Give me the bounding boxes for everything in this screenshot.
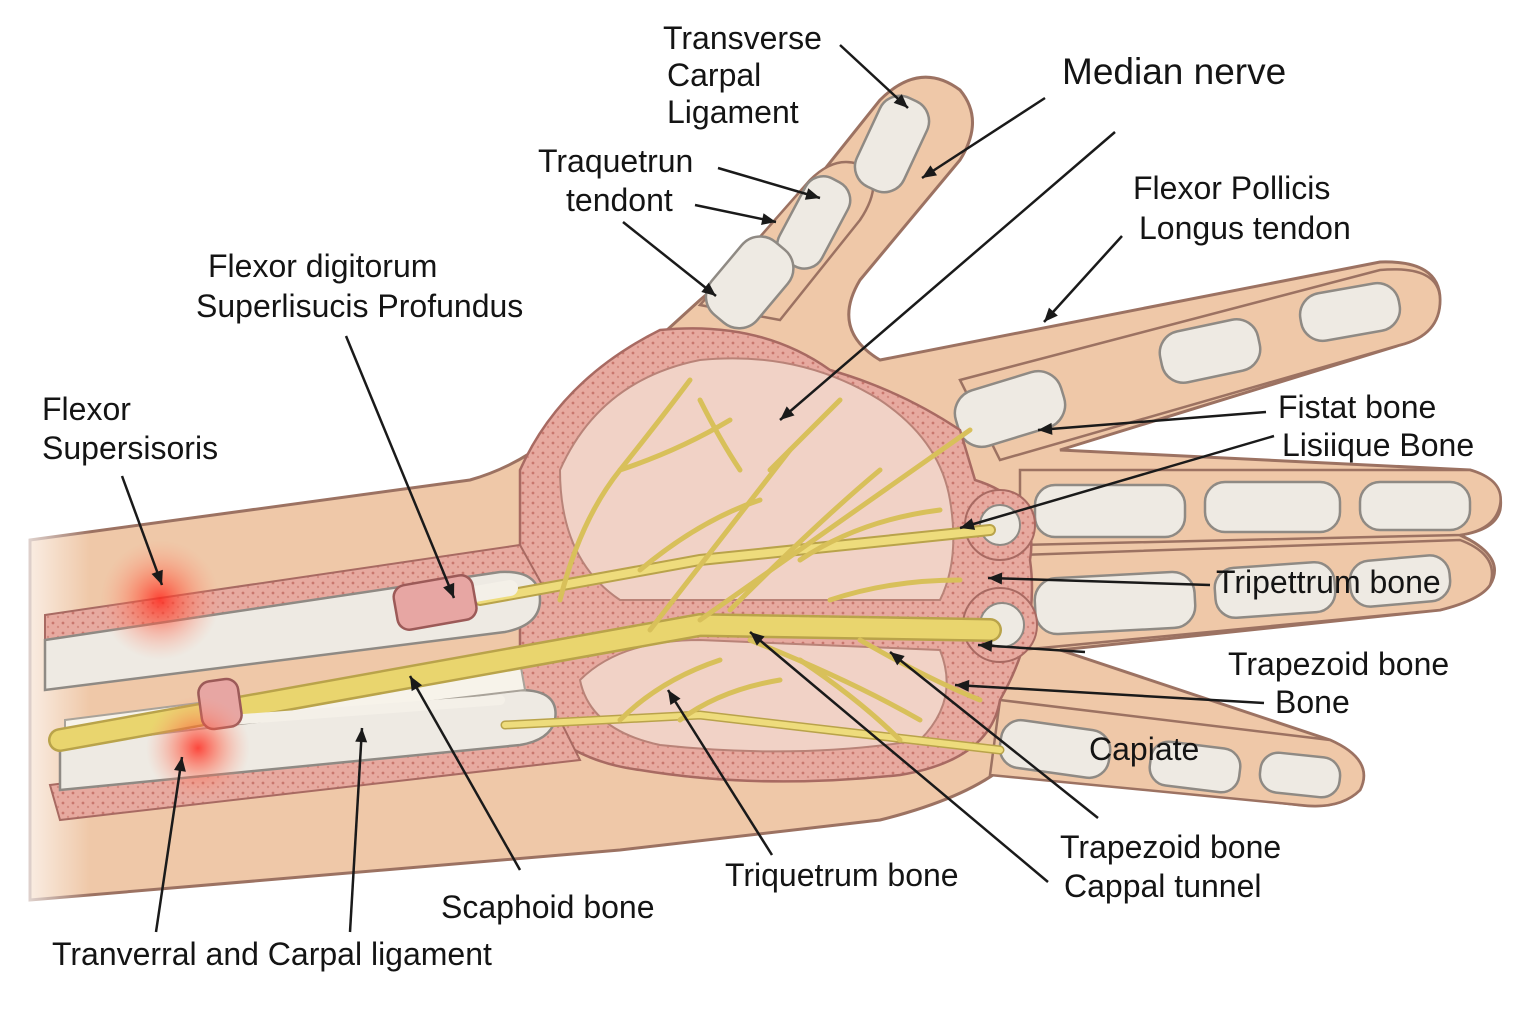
thumb-distal-bone xyxy=(853,94,931,194)
ring-bone-2 xyxy=(1213,560,1337,620)
leader-arrowhead-tripettrum-bone xyxy=(988,572,1003,585)
label-scaphoid-bone: Scaphoid bone xyxy=(441,889,655,925)
leader-line-trapezoid-bone-cappal-tunnel-b xyxy=(749,631,1049,883)
leader-line-median-nerve-2 xyxy=(779,131,1116,421)
median-nerve-trunk-fill xyxy=(50,615,1000,750)
leader-arrowhead-traquetrun-tendont-b xyxy=(761,213,776,225)
leader-arrowhead-trapezoid-bone-top xyxy=(978,639,993,652)
leader-arrowhead-median-nerve xyxy=(922,165,938,178)
inflammation-glow-upper xyxy=(100,540,220,660)
label-lisiique-bone: Lisiique Bone xyxy=(1282,427,1475,463)
label-trapezoid-bone-cappal-tunnel: Trapezoid bone Cappal tunnel xyxy=(1060,829,1282,904)
label-bone: Bone xyxy=(1275,684,1350,720)
inflammation-glow-lower xyxy=(146,696,250,800)
leader-arrowhead-trapezoid-bone-cappal-tunnel-b xyxy=(750,632,765,646)
leader-line-transverse-carpal-ligament xyxy=(839,44,909,109)
thumb-metacarpal-bone xyxy=(704,235,795,330)
leader-arrowhead-median-nerve-2 xyxy=(780,406,795,420)
index-bone-1 xyxy=(953,369,1067,449)
leader-line-fistat-bone xyxy=(1037,410,1267,432)
leader-arrowhead-transverse-carpal-ligament xyxy=(893,94,908,108)
label-transverse-carpal-ligament: Transverse Carpal Ligament xyxy=(663,20,822,130)
leader-arrowhead-trapezoid-bone-cappal-tunnel-a xyxy=(890,652,905,666)
leader-line-traquetrun-tendont-c xyxy=(622,221,717,297)
nerve-branches xyxy=(557,377,983,743)
leader-line-trapezoid-bone-top xyxy=(977,643,1086,654)
leader-arrowhead-flexor-supersisoris xyxy=(151,569,163,585)
leader-line-trapezoid-bone-cappal-tunnel-a xyxy=(889,651,1099,819)
leader-line-triquetrum-bone xyxy=(666,689,774,856)
little-bone-3 xyxy=(1258,751,1342,799)
upper-tendon-capsule xyxy=(392,574,478,631)
leader-arrowhead-traquetrun-tendont-a xyxy=(804,188,820,200)
leader-line-median-nerve xyxy=(921,96,1046,180)
middle-bone-2 xyxy=(1203,480,1342,534)
median-nerve-system xyxy=(48,377,1005,755)
leader-arrowhead-bone xyxy=(955,679,970,692)
leader-arrowhead-flexor-pollicis-longus-tendon xyxy=(1044,307,1058,322)
leader-line-flexor-digitorum xyxy=(344,335,456,599)
leader-line-tranverral-b xyxy=(348,727,364,933)
middle-bone-3 xyxy=(1358,480,1472,532)
leader-line-scaphoid-bone xyxy=(408,675,522,871)
index-bone-2 xyxy=(1158,318,1262,384)
leader-arrowhead-fistat-bone xyxy=(1038,422,1053,435)
leader-arrowhead-tranverral-a xyxy=(174,757,186,772)
leader-line-lisiique-bone xyxy=(959,434,1275,530)
leader-line-tranverral-a xyxy=(154,756,184,933)
leader-arrowhead-traquetrun-tendont-c xyxy=(701,282,716,296)
label-tripettrum-bone: Tripettrum bone xyxy=(1216,564,1441,600)
ring-bone-1 xyxy=(1033,570,1197,636)
label-fistat-bone: Fistat bone xyxy=(1278,389,1437,425)
label-capiate: Capiate xyxy=(1089,731,1200,767)
leader-line-tripettrum-bone xyxy=(987,576,1211,587)
leader-line-traquetrun-tendont-a xyxy=(717,166,821,200)
leader-line-flexor-pollicis-longus-tendon xyxy=(1043,235,1123,323)
leader-arrowhead-tranverral-b xyxy=(355,728,368,743)
label-median-nerve: Median nerve xyxy=(1062,51,1287,92)
index-bone-3 xyxy=(1298,281,1402,343)
ring-bone-3 xyxy=(1348,554,1452,608)
label-flexor-digitorum-superlisucis-profundus: Flexor digitorum Superlisucis Profundus xyxy=(196,248,524,324)
leader-lines xyxy=(120,44,1275,933)
leader-arrowhead-scaphoid-bone xyxy=(410,676,423,692)
leader-line-bone xyxy=(954,683,1265,705)
label-tranverral-and-carpal-ligament: Tranverral and Carpal ligament xyxy=(52,936,492,972)
leader-arrowhead-flexor-digitorum xyxy=(443,582,455,598)
label-triquetrum-bone: Triquetrum bone xyxy=(725,857,959,893)
little-bone-2 xyxy=(1148,740,1242,794)
leader-arrowhead-lisiique-bone xyxy=(960,518,976,530)
label-trapezoid-bone-top: Trapezoid bone xyxy=(1228,646,1450,682)
label-flexor-supersisoris: Flexor Supersisoris xyxy=(42,391,219,466)
leader-line-flexor-supersisoris xyxy=(120,475,164,586)
fingers xyxy=(697,94,1502,808)
upper-nerve-fill xyxy=(476,526,994,604)
label-flexor-pollicis-longus-tendon: Flexor Pollicis Longus tendon xyxy=(1133,170,1351,246)
label-traquetrun-tendont: Traquetrun tendont xyxy=(538,143,694,218)
leader-arrowhead-triquetrum-bone xyxy=(668,690,681,706)
lower-tendon xyxy=(225,695,505,725)
